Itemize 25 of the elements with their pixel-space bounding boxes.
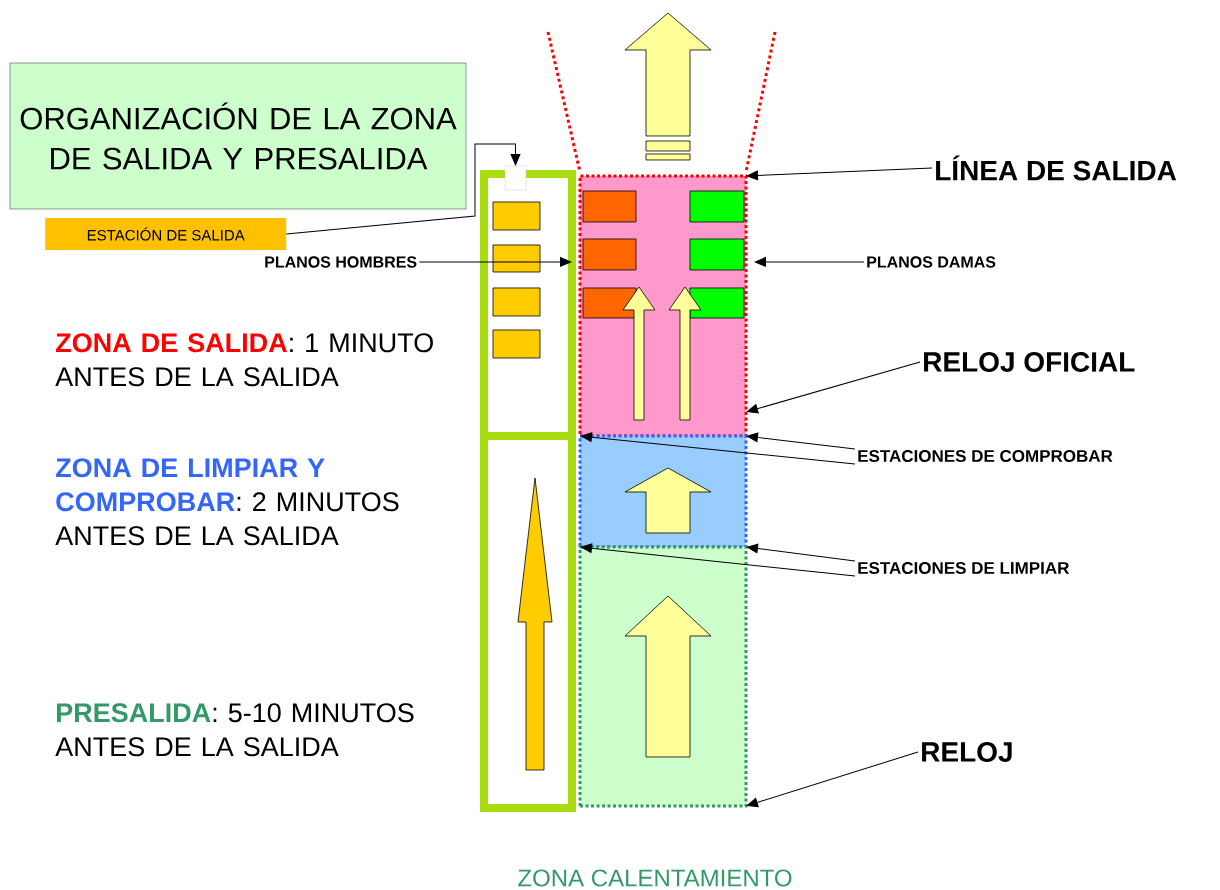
marker-box — [504, 165, 527, 191]
callout-label: ESTACIONES DE LIMPIAR — [858, 561, 1070, 574]
arrow — [580, 543, 856, 577]
callout-label: ESTACIONES DE COMPROBAR — [858, 449, 1113, 462]
arrow — [746, 167, 933, 181]
callout-label: LÍNEA DE SALIDA — [936, 155, 1177, 181]
title-box: ORGANIZACIÓN DE LA ZONA DE SALIDA Y PRESALIDA — [9, 62, 467, 210]
arrow — [746, 361, 921, 414]
callout-label: PLANOS DAMAS — [867, 256, 996, 268]
arrow — [285, 143, 521, 235]
arrow — [418, 257, 572, 267]
callout-label: PLANOS HOMBRES — [265, 256, 417, 268]
lane-box — [480, 432, 576, 812]
station-label: ESTACIÓN DE SALIDA — [45, 218, 287, 250]
arrow — [746, 751, 919, 808]
callout-label: RELOJ — [922, 742, 1012, 762]
callout-label: RELOJ OFICIAL — [924, 352, 1135, 372]
zone-description: PRESALIDA: 5-10 MINUTOS ANTES DE LA SALIDA — [55, 703, 414, 757]
zone-description: ZONA DE SALIDA: 1 MINUTO ANTES DE LA SALIDA — [55, 333, 433, 387]
arrow — [580, 432, 856, 465]
arrow — [746, 432, 856, 450]
arrow — [754, 257, 865, 267]
zone-caption: ZONA CALENTAMIENTO — [518, 869, 792, 887]
arrow — [746, 543, 856, 562]
zone-description: ZONA DE LIMPIAR Y COMPROBAR: 2 MINUTOS ANTES DE LA SALIDA — [55, 458, 399, 546]
